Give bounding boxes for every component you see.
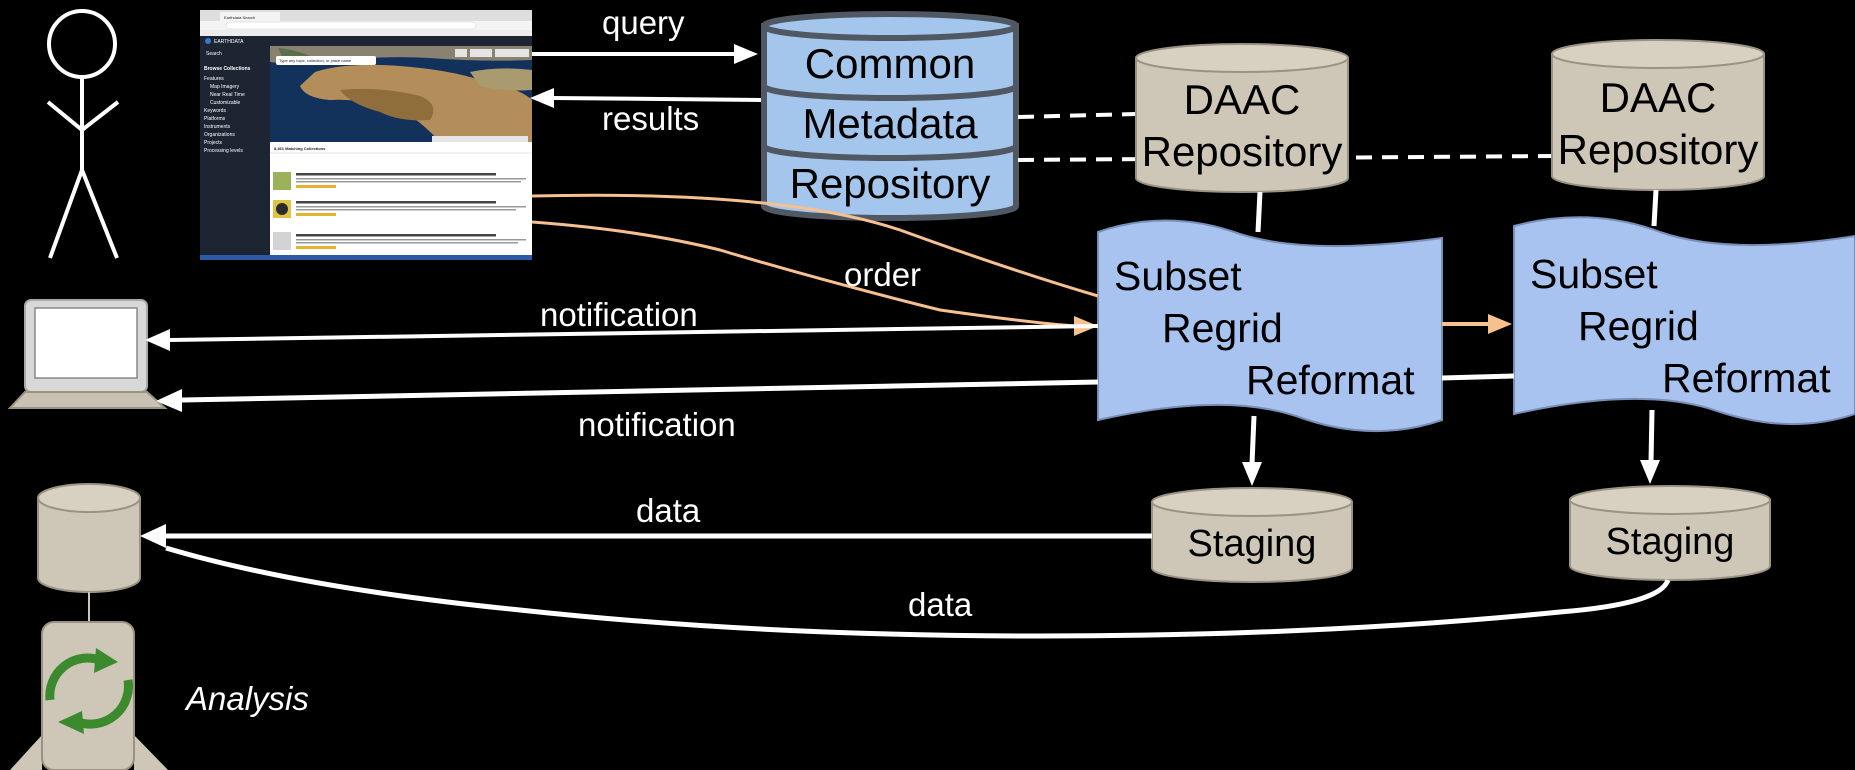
screenshot-sidebar-item: Near Real Time <box>210 92 245 98</box>
screenshot-map: Type any topic, collection, or place nam… <box>270 46 532 142</box>
screenshot-sidebar-item: Customizable <box>210 100 241 106</box>
laptop-icon <box>7 299 168 409</box>
cmr-to-daac-left-link <box>1017 112 1137 119</box>
data-bottom-curve <box>165 545 1671 639</box>
analysis-station <box>10 621 168 770</box>
screenshot-sidebar-item: Instruments <box>204 124 231 130</box>
screenshot-result-list <box>273 172 526 250</box>
screenshot-sidebar-item: Platforms <box>204 116 226 122</box>
notification-bottom-arrow <box>156 379 1099 412</box>
screenshot-sidebar-item: Features <box>204 76 224 82</box>
notification-top-arrow <box>145 324 1099 351</box>
screenshot-tab-title: Earthdata Search <box>224 15 255 20</box>
screenshot-search-placeholder: Type any topic, collection, or place nam… <box>279 58 352 63</box>
daac-right-line-1: DAAC <box>1600 74 1717 121</box>
query-arrow <box>532 44 758 64</box>
query-label: query <box>602 4 685 41</box>
screenshot-sidebar-item: Projects <box>204 140 223 146</box>
process-left-line-1: Subset <box>1114 253 1242 299</box>
cmr-line-2: Metadata <box>802 100 978 147</box>
process-left-line-3: Reformat <box>1246 357 1415 403</box>
process-left-to-staging-arrow <box>1242 415 1262 486</box>
staging-right-label: Staging <box>1606 521 1735 563</box>
daac-right-line-2: Repository <box>1558 126 1759 173</box>
local-storage-cylinder-icon <box>37 483 141 622</box>
process-right: Subset Regrid Reformat <box>1513 216 1855 426</box>
staging-left: Staging <box>1151 487 1353 583</box>
results-label: results <box>602 100 699 137</box>
process-right-line-1: Subset <box>1530 251 1658 297</box>
screenshot-app-name: EARTHDATA <box>214 39 244 45</box>
cmr-line-1: Common <box>805 40 975 87</box>
data-top-label: data <box>636 492 701 529</box>
daac-repository-left: DAAC Repository <box>1135 43 1349 193</box>
recycle-icon <box>45 648 133 734</box>
screenshot-sidebar-item: Processing levels <box>204 148 243 154</box>
data-top-arrow <box>140 524 1152 548</box>
cmr-database: Common Metadata Repository <box>761 11 1019 221</box>
screenshot-sidebar-item: Organizations <box>204 132 235 138</box>
screenshot-sidebar-item: Map Imagery <box>210 84 240 90</box>
daac-left-line-1: DAAC <box>1184 76 1301 123</box>
earthdata-search-screenshot: Earthdata Search EARTHDATA Search Browse… <box>200 10 532 260</box>
screenshot-browse-collections: Browse Collections <box>204 66 251 72</box>
notification-top-label: notification <box>540 296 698 333</box>
results-arrow <box>530 88 767 108</box>
process-left-line-2: Regrid <box>1162 305 1283 351</box>
process-chain-arrow <box>1442 314 1512 334</box>
staging-left-label: Staging <box>1188 523 1317 565</box>
cmr-line-3: Repository <box>790 160 991 207</box>
process-right-line-3: Reformat <box>1662 355 1831 401</box>
daac-left-line-2: Repository <box>1142 128 1343 175</box>
stick-figure-user-icon <box>46 9 120 259</box>
process-right-to-staging-arrow <box>1640 409 1660 484</box>
daac-repository-right: DAAC Repository <box>1551 39 1765 191</box>
process-left: Subset Regrid Reformat <box>1097 219 1443 433</box>
staging-right: Staging <box>1569 485 1771 581</box>
analysis-label: Analysis <box>184 680 309 717</box>
order-arrows <box>531 193 1099 328</box>
screenshot-app-subtitle: Search <box>206 51 222 57</box>
data-bottom-label: data <box>908 586 973 623</box>
screenshot-sidebar-item: Keywords <box>204 108 226 114</box>
notification-bottom-label: notification <box>578 406 736 443</box>
screenshot-results-heading: 8,361 Matching Collections <box>274 146 326 151</box>
process-right-line-2: Regrid <box>1578 303 1699 349</box>
order-label: order <box>844 256 921 293</box>
